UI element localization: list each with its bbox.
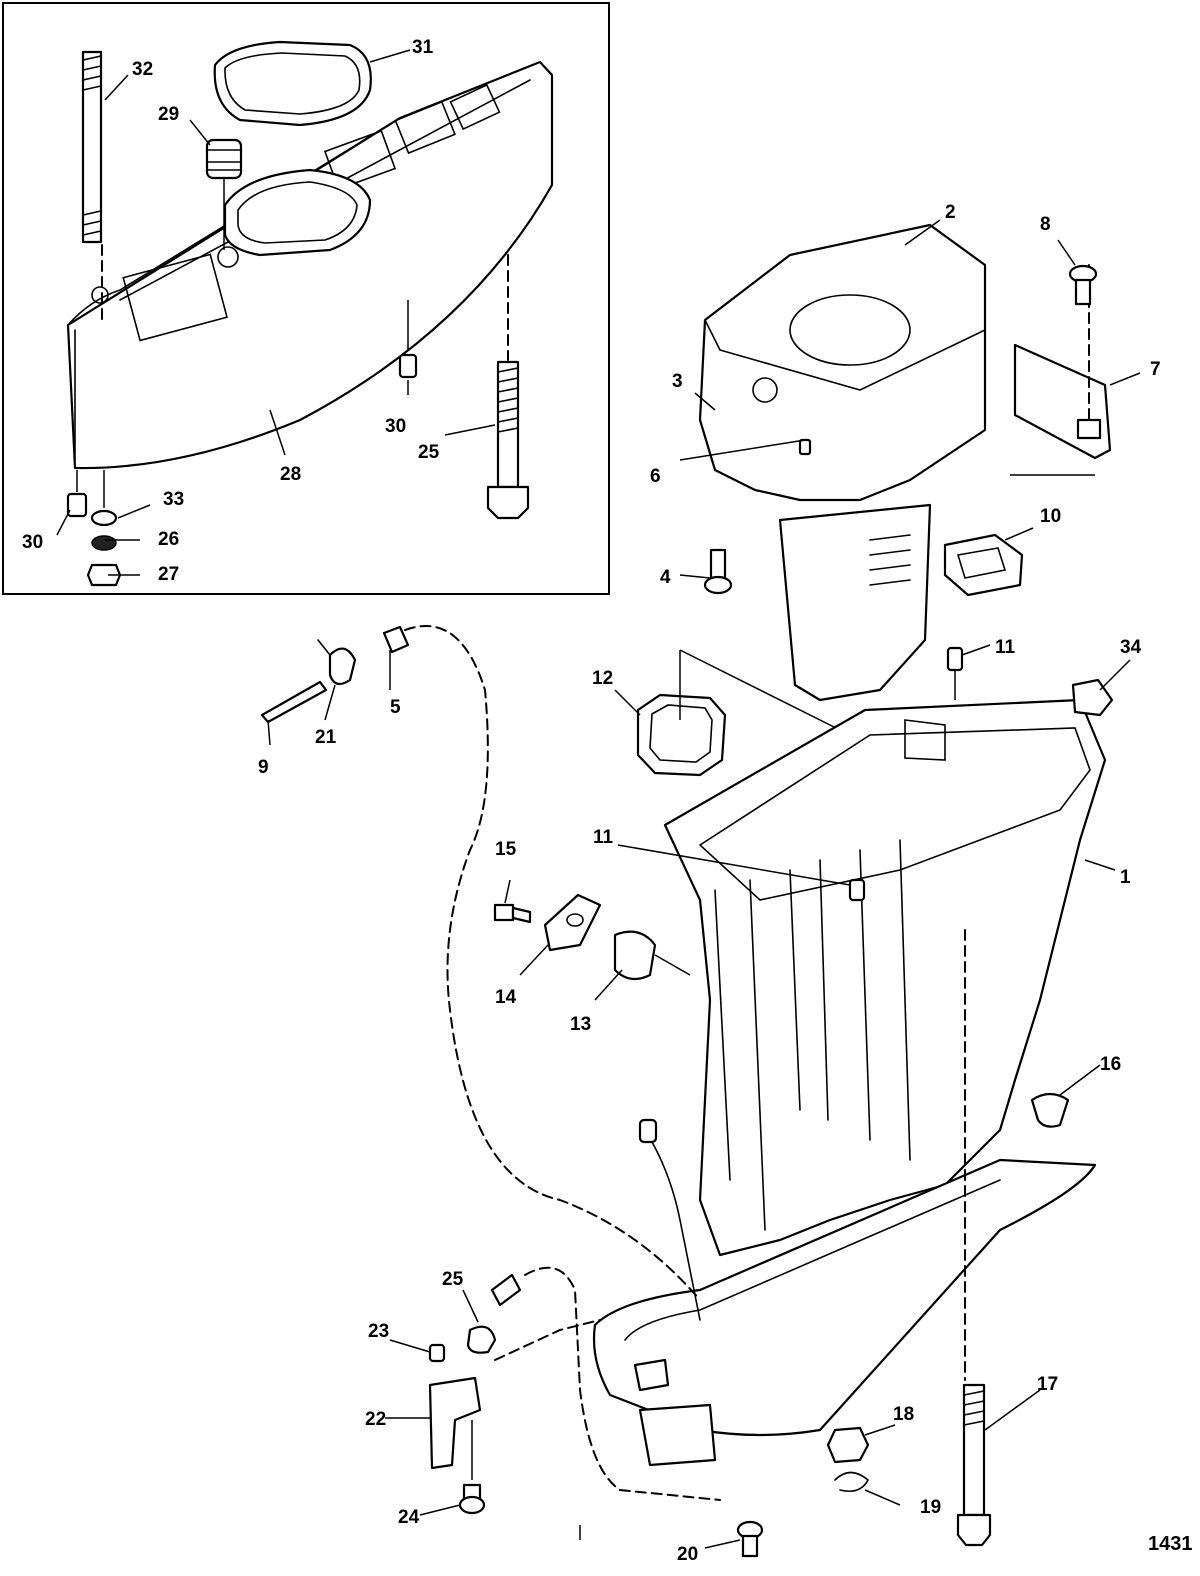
callout-9: 9 [258, 757, 269, 778]
callout-11-upper: 11 [995, 637, 1016, 658]
bolt-4 [703, 548, 733, 595]
small-parts-inset [66, 300, 418, 587]
callout-30-left: 30 [22, 532, 43, 553]
wire-harness [404, 625, 721, 1540]
callout-13: 13 [570, 1014, 591, 1035]
callout-22: 22 [365, 1409, 386, 1430]
callout-1: 1 [1120, 867, 1131, 888]
mount-10 [943, 533, 1024, 597]
bolt-20 [736, 1520, 764, 1558]
callout-24: 24 [398, 1507, 420, 1528]
plug-16 [1030, 1092, 1070, 1128]
callout-33: 33 [163, 489, 184, 510]
callout-31: 31 [412, 37, 434, 58]
callout-5: 5 [390, 697, 401, 718]
callout-10: 10 [1040, 506, 1061, 527]
callout-34: 34 [1120, 637, 1142, 658]
callout-26: 26 [158, 529, 179, 550]
adapter-plate [66, 60, 554, 470]
gasket-31 [213, 40, 372, 127]
callout-21: 21 [315, 727, 337, 748]
callout-12: 12 [592, 668, 613, 689]
callout-32: 32 [132, 59, 153, 80]
callout-8: 8 [1040, 214, 1051, 235]
callout-25-lower: 25 [442, 1269, 464, 1290]
callout-7: 7 [1150, 359, 1161, 380]
figure-number: 1431 [1148, 1533, 1193, 1555]
callout-23: 23 [368, 1321, 389, 1342]
callout-11-lower: 11 [593, 827, 614, 848]
leader-lines [56, 49, 1141, 1549]
callout-labels: 1 2 3 4 5 6 7 8 9 10 11 11 12 13 14 15 1… [22, 37, 1193, 1565]
stud-32 [81, 50, 103, 326]
callout-15: 15 [495, 839, 517, 860]
callout-18: 18 [893, 1404, 914, 1425]
callout-16: 16 [1100, 1054, 1121, 1075]
lower-plate [592, 1158, 1097, 1467]
upper-housing [679, 223, 987, 702]
plate-7 [1013, 264, 1112, 460]
seal-12 [636, 649, 841, 777]
callout-25-inset: 25 [418, 442, 440, 463]
bolt-25-inset [486, 254, 530, 520]
bolt-17 [956, 929, 992, 1547]
inset-frame [2, 2, 610, 595]
callout-2: 2 [945, 202, 956, 223]
callout-4: 4 [660, 567, 671, 588]
bolt-8 [1068, 264, 1098, 306]
lower-fitting-group [428, 1273, 522, 1515]
callout-17: 17 [1037, 1374, 1058, 1395]
nut-washer-18-19 [826, 1426, 870, 1493]
plug-34 [1071, 678, 1114, 717]
grommet-29 [205, 138, 243, 250]
callout-28: 28 [280, 464, 301, 485]
wire-connector-group [260, 625, 410, 724]
callout-29: 29 [158, 104, 179, 125]
callout-14: 14 [495, 987, 517, 1008]
sensor-group [493, 893, 691, 981]
callout-19: 19 [920, 1497, 941, 1518]
callout-27: 27 [158, 564, 179, 585]
callout-3: 3 [672, 371, 683, 392]
callout-20: 20 [677, 1544, 698, 1565]
callout-6: 6 [650, 466, 661, 487]
callout-30-right: 30 [385, 416, 406, 437]
